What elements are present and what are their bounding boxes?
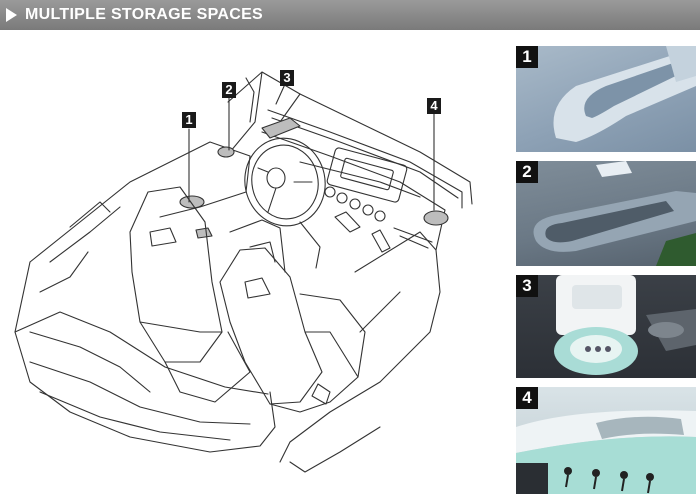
door-handle-illustration bbox=[553, 46, 696, 142]
section-title: MULTIPLE STORAGE SPACES bbox=[25, 6, 264, 23]
storage-photo-2: 2 bbox=[516, 161, 696, 266]
photo-number-4: 4 bbox=[516, 387, 538, 409]
diagram-marker-3: 3 bbox=[280, 70, 294, 86]
photo-number-3: 3 bbox=[516, 275, 538, 297]
storage-photo-4: 4 bbox=[516, 387, 696, 494]
dashboard-tray-illustration bbox=[516, 410, 696, 494]
car-interior-line-drawing bbox=[14, 71, 473, 473]
diagram-marker-1: 1 bbox=[182, 112, 196, 128]
play-triangle-icon bbox=[6, 8, 17, 22]
storage-photo-3: 3 bbox=[516, 275, 696, 378]
door-pocket-illustration bbox=[533, 161, 696, 266]
diagram-marker-2: 2 bbox=[222, 82, 236, 98]
diagram-marker-4: 4 bbox=[427, 98, 441, 114]
center-storage-illustration bbox=[554, 275, 696, 375]
storage-photo-1: 1 bbox=[516, 46, 696, 152]
section-header: MULTIPLE STORAGE SPACES bbox=[0, 0, 700, 30]
car-interior-diagram: 1 2 3 4 bbox=[0, 32, 505, 494]
photo-number-1: 1 bbox=[516, 46, 538, 68]
photo-number-2: 2 bbox=[516, 161, 538, 183]
